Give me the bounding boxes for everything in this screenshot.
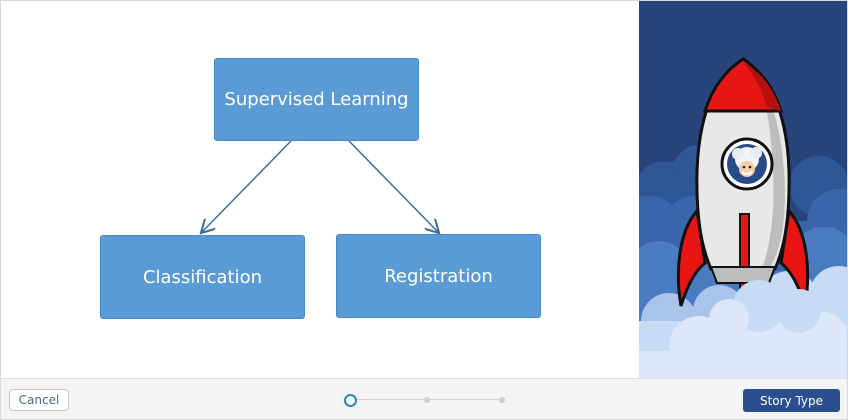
rocket-illustration-svg (639, 57, 847, 378)
step-connector (430, 399, 502, 400)
node-registration[interactable]: Registration (336, 234, 541, 318)
story-type-button[interactable]: Story Type (743, 389, 840, 412)
node-label: Supervised Learning (224, 89, 409, 110)
step-indicator[interactable] (424, 397, 430, 403)
cancel-button[interactable]: Cancel (9, 389, 69, 411)
diagram-canvas: Supervised Learning Classification Regis… (1, 1, 638, 377)
astronaut-icon (732, 147, 762, 177)
diagram-edges (1, 140, 638, 377)
edge-root-to-classification (202, 140, 292, 232)
edge-root-to-registration (348, 140, 438, 232)
node-label: Classification (142, 266, 263, 288)
step-connector (355, 399, 427, 400)
rocket-illustration (639, 1, 847, 378)
node-classification[interactable]: Classification (100, 235, 305, 319)
wizard-footer: Cancel Story Type (1, 378, 847, 419)
rocket-icon (676, 57, 810, 310)
step-indicator-current[interactable] (344, 394, 357, 407)
cloud-icon (709, 280, 821, 339)
node-label: Registration (384, 265, 493, 287)
step-progress (343, 393, 513, 407)
step-indicator[interactable] (499, 397, 505, 403)
node-supervised-learning[interactable]: Supervised Learning (214, 58, 419, 141)
